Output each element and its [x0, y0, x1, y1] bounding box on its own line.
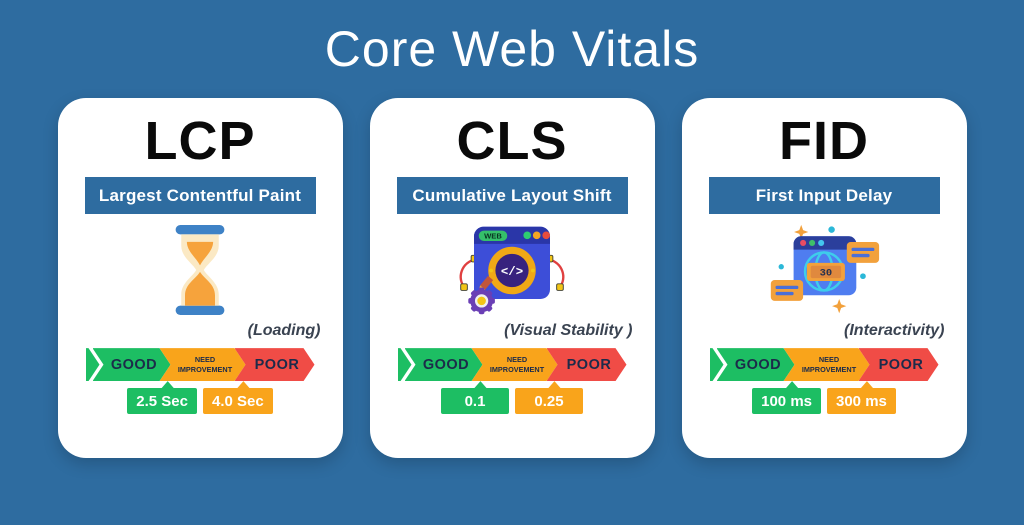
metric-abbreviation: CLS [456, 111, 568, 171]
scale-segment-good: GOOD [717, 348, 795, 381]
list-panel [846, 241, 880, 263]
scale-segment-poor: POOR [235, 348, 315, 381]
good-threshold-badge: 2.5 Sec [127, 381, 197, 415]
svg-text:</>: </> [501, 264, 523, 278]
good-threshold-badge: 100 ms [752, 381, 821, 415]
page-title: Core Web Vitals [324, 21, 700, 77]
pointer-up-triangle [547, 381, 562, 390]
web-design-browser-icon: WEB </> [459, 226, 565, 314]
threshold-badges: 100 ms 300 ms [752, 381, 896, 415]
threshold-badges: 2.5 Sec 4.0 Sec [127, 381, 273, 415]
pointer-up-triangle [473, 381, 488, 390]
core-web-vitals-infographic: Core Web Vitals LCP Largest Contentful P… [0, 21, 1024, 458]
threshold-scale: GOOD NEED IMPROVEMENT POOR [397, 348, 627, 382]
metric-name-banner: Largest Contentful Paint [84, 177, 316, 215]
scale-segment-poor: POOR [547, 348, 627, 381]
card-fid: FID First Input Delay [681, 98, 967, 458]
scale-segment-need-improvement: NEED IMPROVEMENT [472, 348, 558, 381]
metric-abbreviation: LCP [144, 111, 256, 171]
metric-aspect-label: (Loading) [247, 322, 321, 340]
interactive-browser-globe-icon: 30 [770, 224, 880, 313]
poor-threshold-badge: 0.25 [515, 381, 583, 415]
metric-name-banner: First Input Delay [708, 177, 940, 215]
metric-aspect-label: (Interactivity) [844, 322, 945, 340]
threshold-badges: 0.1 0.25 [441, 381, 583, 415]
pointer-up-triangle [859, 381, 874, 390]
card-cls: CLS Cumulative Layout Shift WEB [369, 98, 655, 458]
threshold-scale: GOOD NEED IMPROVEMENT POOR [85, 348, 315, 382]
pointer-up-triangle [236, 381, 251, 390]
scale-segment-need-improvement: NEED IMPROVEMENT [784, 348, 870, 381]
icon-zone: 30 (Interactivity) [682, 214, 967, 342]
scale-segment-poor: POOR [859, 348, 939, 381]
card-lcp: LCP Largest Contentful Paint (Loading) G… [57, 98, 343, 458]
scale-segment-need-improvement: NEED IMPROVEMENT [160, 348, 246, 381]
scale-segment-good: GOOD [405, 348, 483, 381]
svg-text:WEB: WEB [484, 231, 502, 240]
icon-zone: WEB </> [370, 214, 655, 342]
metric-name-banner: Cumulative Layout Shift [396, 177, 628, 215]
good-threshold-badge: 0.1 [441, 381, 509, 415]
pointer-up-triangle [785, 381, 800, 390]
icon-zone: (Loading) [58, 214, 343, 342]
cards-row: LCP Largest Contentful Paint (Loading) G… [0, 98, 1024, 458]
pointer-up-triangle [160, 381, 175, 390]
hourglass-icon [175, 225, 225, 316]
metric-aspect-label: (Visual Stability ) [504, 322, 633, 340]
scale-segment-good: GOOD [93, 348, 171, 381]
poor-threshold-badge: 300 ms [827, 381, 896, 415]
poor-threshold-badge: 4.0 Sec [203, 381, 273, 415]
gear-icon [468, 287, 495, 314]
counter-display: 30 [806, 262, 845, 281]
list-panel [770, 279, 804, 301]
threshold-scale: GOOD NEED IMPROVEMENT POOR [709, 348, 939, 382]
svg-text:30: 30 [820, 267, 833, 279]
metric-abbreviation: FID [779, 111, 869, 171]
